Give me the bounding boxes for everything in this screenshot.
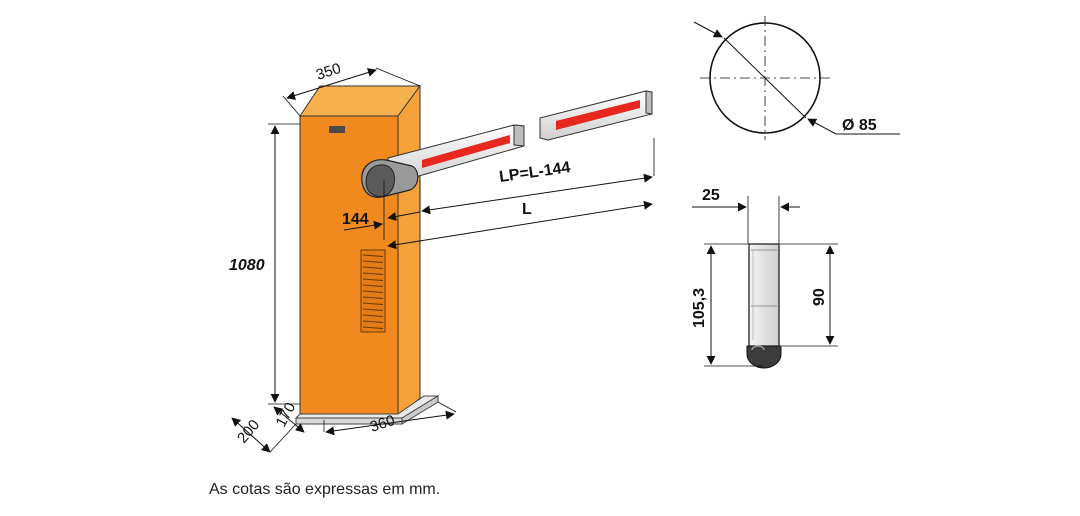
profile-rubber-tip (746, 345, 782, 369)
vent-slot (362, 254, 384, 258)
dimension-label-1080: 1080 (229, 257, 265, 274)
vent-slot (362, 320, 384, 324)
dimension-label-105: 105,3 (691, 288, 708, 328)
arm-stripe-near (422, 135, 510, 168)
vent-slot (362, 266, 384, 270)
vent-slot (362, 296, 384, 300)
dimension-350: 350 (282, 60, 421, 117)
vent-slot (362, 314, 384, 318)
dimension-label-144: 144 (342, 211, 369, 228)
vent-grille (360, 249, 386, 333)
units-caption: As cotas são expressas em mm. (209, 481, 441, 498)
arm-cross-section-circle: Ø 85 (693, 16, 900, 140)
dimension-label-350: 350 (314, 60, 343, 84)
dimension-360: 360 (323, 401, 457, 436)
vent-slot (362, 302, 384, 306)
vent-slot (362, 284, 384, 288)
logo-plate (329, 126, 345, 133)
dimension-l: L (387, 200, 653, 250)
arm-profile-section: 25 105,3 90 (691, 187, 838, 369)
dimension-label-l: L (522, 201, 532, 218)
dimension-label-diameter: Ø 85 (842, 117, 877, 134)
vent-slot (362, 326, 384, 330)
vent-slot (362, 260, 384, 264)
dimension-1080: 1080 (229, 123, 300, 405)
vent-slot (362, 278, 384, 282)
boom-arm (361, 90, 653, 198)
barrier-cabinet (294, 84, 440, 425)
arm-stripe-far (556, 100, 640, 130)
vent-slot (362, 308, 384, 312)
dimension-label-lp: LP=L-144 (498, 159, 571, 186)
dimension-label-360: 360 (368, 412, 397, 436)
cabinet-side (397, 84, 421, 420)
vent-slot (362, 290, 384, 294)
profile-body (748, 243, 780, 347)
vent-slot (362, 272, 384, 276)
dimension-label-25: 25 (702, 187, 720, 204)
dimension-label-90: 90 (811, 288, 828, 306)
